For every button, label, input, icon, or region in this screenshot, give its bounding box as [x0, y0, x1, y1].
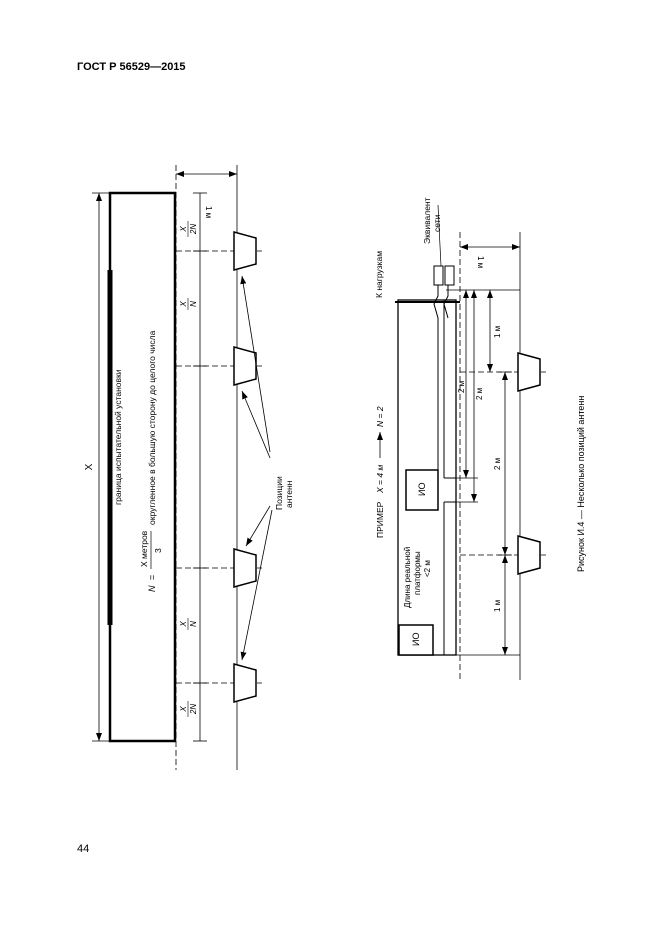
io-label: ИО [411, 633, 421, 646]
label-positions-1: Позиции [274, 476, 284, 510]
label-to-loads: К нагрузкам [374, 251, 384, 298]
svg-text:X: X [179, 226, 188, 233]
io-box [398, 624, 434, 656]
svg-text:X: X [179, 621, 188, 628]
label-x: X [84, 463, 95, 470]
svg-text:2N: 2N [189, 704, 198, 715]
io-box [405, 469, 439, 511]
antenna-icon [233, 231, 257, 271]
example-x: X = 4 м [375, 465, 385, 494]
platform-label-1: Длина реальной [403, 547, 412, 608]
dim-2m: 2 м [493, 458, 502, 470]
fraction-x-n: X N [179, 298, 198, 310]
svg-text:3: 3 [153, 548, 163, 553]
svg-text:2N: 2N [189, 224, 198, 235]
platform-label-2: платформы [413, 551, 422, 595]
svg-text:X метров: X метров [139, 530, 149, 567]
dim-1m: 1 м [493, 326, 502, 338]
antenna-icon [517, 535, 541, 575]
svg-text:N: N [189, 621, 198, 627]
label-boundary: граница испытательной установки [113, 369, 123, 505]
antenna-icon [233, 548, 257, 588]
label-positions-2: антенн [284, 480, 294, 508]
svg-text:=: = [147, 575, 157, 580]
antenna-icon [233, 663, 257, 703]
svg-text:X: X [179, 706, 188, 713]
example-n: N = 2 [375, 406, 385, 427]
antenna-icon [517, 352, 541, 392]
platform-label-3: <2 м [423, 560, 432, 577]
fraction-x-n: X N [179, 618, 198, 630]
formula: N = X метров 3 округленное в большую сто… [139, 330, 163, 592]
label-1m: 1 м [204, 206, 213, 218]
io-label: ИО [417, 483, 427, 496]
label-1m-top: 1 м [476, 256, 485, 268]
dim-2m: 2 м [475, 388, 484, 400]
label-equivalent-2: сети [432, 214, 442, 232]
dim-1m: 1 м [493, 600, 502, 612]
page-number: 44 [77, 843, 90, 855]
svg-text:X: X [179, 301, 188, 308]
label-equivalent-1: Эквивалент [422, 197, 432, 244]
svg-text:N: N [189, 301, 198, 307]
svg-text:округленное в большую сторону: округленное в большую сторону до целого … [147, 330, 157, 525]
fraction-x-2n: X 2N [179, 701, 198, 717]
fraction-x-2n: X 2N [179, 221, 198, 237]
antenna-icon [233, 346, 257, 386]
example-prefix: ПРИМЕР [375, 501, 385, 538]
figure-caption: Рисунок И.4 — Несколько позиций антенн [576, 396, 586, 572]
svg-text:N: N [147, 585, 157, 592]
page-header: ГОСТ Р 56529—2015 [77, 61, 186, 73]
left-diagram [92, 165, 273, 770]
dim-2m: 2 м [457, 381, 466, 393]
right-diagram [395, 204, 546, 680]
